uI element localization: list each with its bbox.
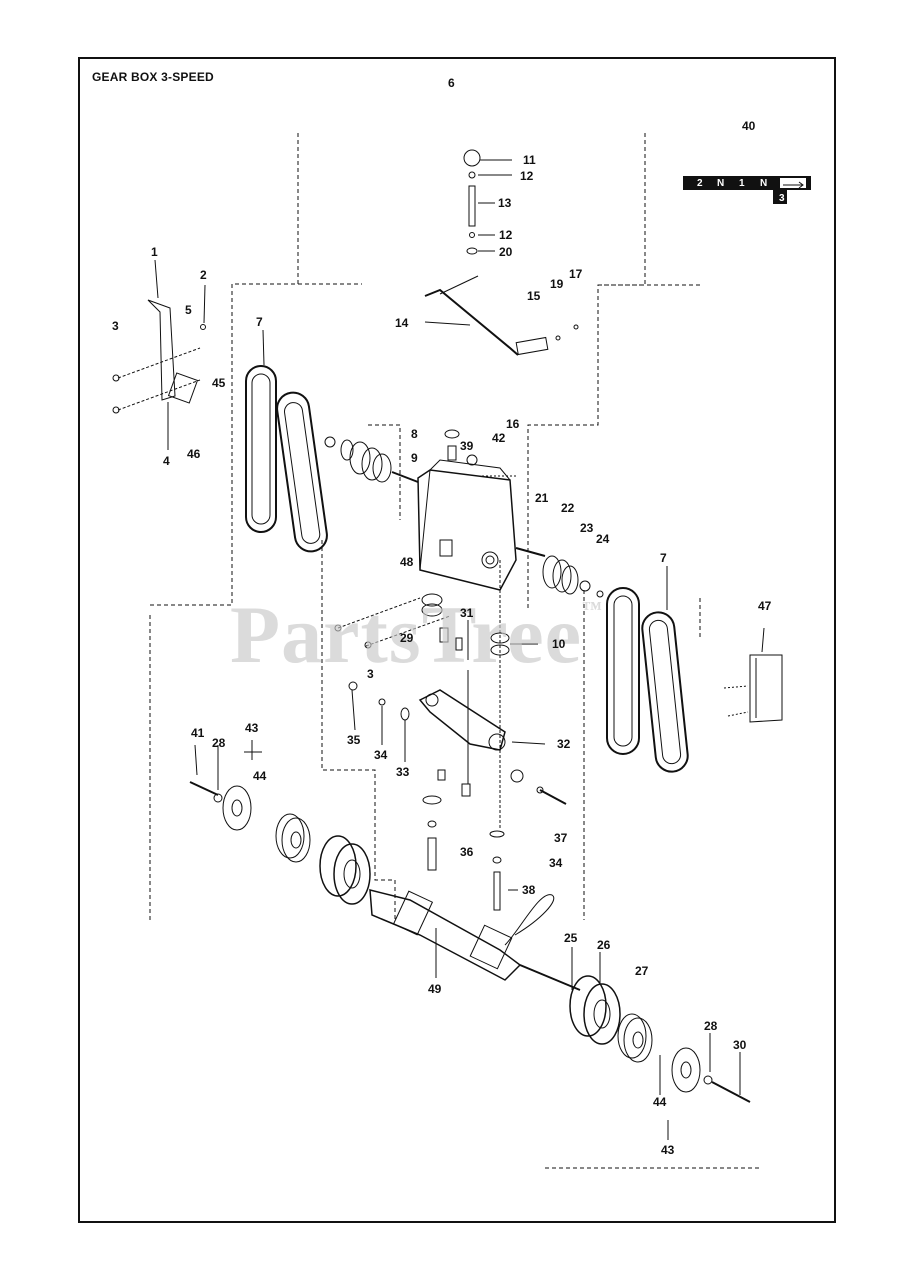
callout-label: 34 — [374, 748, 388, 762]
callout-label: 19 — [550, 277, 564, 291]
input-pulley — [349, 441, 392, 483]
callout-label: 28 — [212, 736, 226, 750]
gear-label-2: N — [717, 178, 725, 189]
callout-label: 46 — [187, 447, 201, 461]
gear-label-3: 1 — [739, 178, 745, 189]
callout-label: 7 — [256, 315, 263, 329]
drive-wheel-left — [319, 835, 371, 905]
shift-rod — [424, 288, 519, 356]
callout-label: 4 — [163, 454, 170, 468]
callout-label: 14 — [395, 316, 409, 330]
section-outline-right — [527, 133, 646, 610]
callout-label: 24 — [596, 532, 610, 546]
callout-label: 37 — [554, 831, 568, 845]
callout-label: 41 — [191, 726, 205, 740]
callout-label: 12 — [499, 228, 513, 242]
diagram-frame — [78, 57, 836, 1223]
callout-label: 32 — [557, 737, 571, 751]
callout-label: 40 — [742, 119, 756, 133]
callout-label: 3 — [112, 319, 119, 333]
callout-label: 44 — [253, 769, 267, 783]
callout-label: 1 — [151, 245, 158, 259]
hub-cap-right — [671, 1047, 701, 1093]
belt-guard — [749, 654, 783, 723]
callout-label: 45 — [212, 376, 226, 390]
callout-label: 35 — [347, 733, 361, 747]
callout-label: 3 — [367, 667, 374, 681]
callout-label: 23 — [580, 521, 594, 535]
callout-label: 30 — [733, 1038, 747, 1052]
control-arm — [418, 689, 506, 751]
callout-label: 31 — [460, 606, 474, 620]
belt-left-2 — [276, 391, 328, 553]
callout-label: 16 — [506, 417, 520, 431]
callout-label: 27 — [635, 964, 649, 978]
section-outline-center — [368, 424, 401, 520]
callout-label: 48 — [400, 555, 414, 569]
belt-right-1 — [606, 587, 640, 755]
callout-label: 25 — [564, 931, 578, 945]
callout-label: 43 — [245, 721, 259, 735]
callout-label: 7 — [660, 551, 667, 565]
watermark: PartsTree™ — [230, 589, 604, 680]
callout-label: 44 — [653, 1095, 667, 1109]
callout-label: 22 — [561, 501, 575, 515]
callout-label: 11 — [523, 153, 536, 167]
hub-cap-left — [222, 785, 252, 831]
callout-label: 13 — [498, 196, 512, 210]
callout-label: 28 — [704, 1019, 718, 1033]
callout-label: 47 — [758, 599, 772, 613]
callout-label: 33 — [396, 765, 410, 779]
gearbox-housing — [417, 459, 517, 591]
gear-label-1: 2 — [697, 178, 703, 189]
callout-label: 26 — [597, 938, 611, 952]
callout-label: 49 — [428, 982, 442, 996]
callout-label: 8 — [411, 427, 418, 441]
callout-label: 29 — [400, 631, 414, 645]
axle-housing — [369, 889, 522, 981]
shift-pattern-plate — [683, 176, 811, 204]
callout-label: 10 — [552, 637, 566, 651]
callout-label: 34 — [549, 856, 563, 870]
output-pulley — [542, 555, 579, 595]
callout-label: 9 — [411, 451, 418, 465]
drive-wheel-right — [569, 975, 621, 1045]
callout-label: 20 — [499, 245, 513, 259]
belt-right-2 — [641, 611, 689, 773]
section-outline-left — [150, 133, 299, 606]
diagram-title: GEAR BOX 3-SPEED — [92, 70, 214, 84]
callout-label: 12 — [520, 169, 534, 183]
callout-label: 43 — [661, 1143, 675, 1157]
gear-label-4: N — [760, 178, 768, 189]
gear-label-lower: 3 — [779, 193, 785, 204]
page-number: 6 — [448, 76, 455, 90]
callout-label: 36 — [460, 845, 474, 859]
callout-label: 21 — [535, 491, 549, 505]
callout-label: 5 — [185, 303, 192, 317]
callout-label: 17 — [569, 267, 583, 281]
callout-label: 15 — [527, 289, 541, 303]
callout-label: 2 — [200, 268, 207, 282]
callout-label: 39 — [460, 439, 474, 453]
belt-left-1 — [245, 365, 277, 533]
callout-label: 38 — [522, 883, 536, 897]
callout-label: 42 — [492, 431, 506, 445]
